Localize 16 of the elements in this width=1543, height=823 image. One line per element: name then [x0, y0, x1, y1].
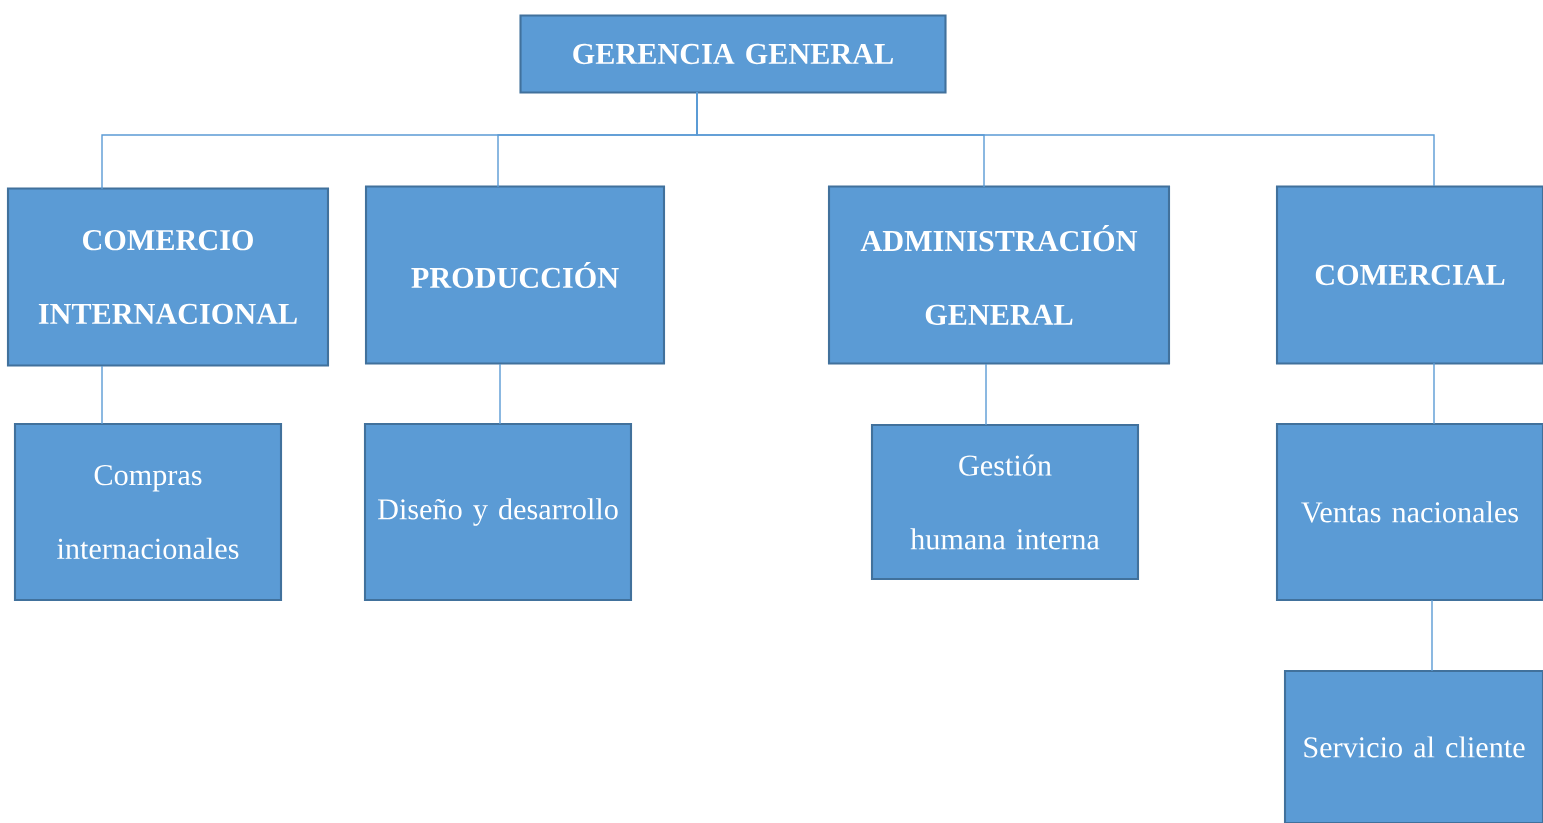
unit-box: COMERCIAL: [1275, 185, 1543, 365]
unit-box: GERENCIA GENERAL: [519, 14, 947, 94]
connector-line: [696, 91, 1435, 187]
subunit-box: Servicio al cliente: [1283, 669, 1543, 823]
connector-line: [499, 363, 501, 425]
connector-line: [1433, 362, 1435, 425]
unit-box: ADMINISTRACIÓN GENERAL: [827, 185, 1171, 365]
subunit-box: Ventas nacionales: [1275, 422, 1543, 602]
subunit-box: Compras internacionales: [13, 422, 283, 602]
connector-line: [1431, 599, 1433, 672]
subunit-box: Diseño y desarrollo: [363, 422, 633, 602]
subunit-box: Gestión humana interna: [870, 423, 1140, 581]
unit-box: COMERCIO INTERNACIONAL: [6, 187, 330, 367]
connector-line: [985, 363, 987, 426]
connector-line: [101, 365, 103, 425]
unit-box: PRODUCCIÓN: [364, 185, 666, 365]
